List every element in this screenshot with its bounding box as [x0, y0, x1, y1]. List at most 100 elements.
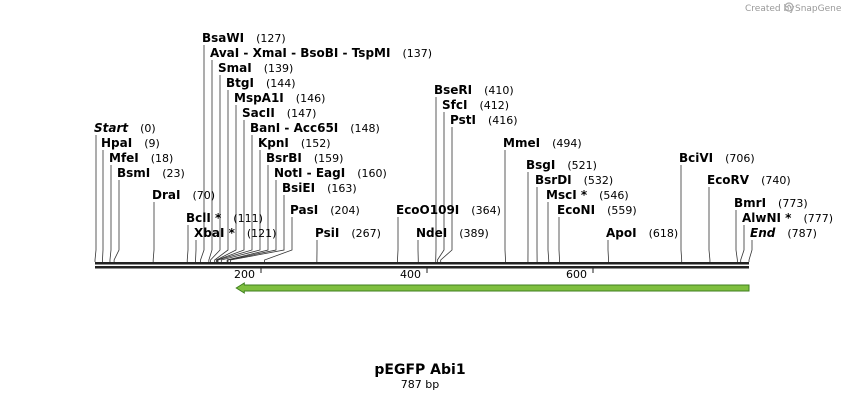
site-position-sacii: (147)	[287, 107, 317, 120]
site-hpai[interactable]: HpaI (9)	[101, 136, 160, 150]
site-mfei[interactable]: MfeI (18)	[109, 151, 173, 165]
site-name-drai: DraI	[152, 188, 180, 202]
feature-arrow[interactable]	[235, 282, 750, 294]
site-position-bsmi: (23)	[162, 167, 185, 180]
site-pasi[interactable]: PasI (204)	[290, 203, 360, 217]
map-length: 787 bp	[401, 378, 439, 391]
site-name-ndei: NdeI	[416, 226, 447, 240]
site-position-bsrbi: (159)	[314, 152, 344, 165]
site-position-sfci: (412)	[479, 99, 509, 112]
site-name-psii: PsiI	[315, 226, 339, 240]
leader-sacii	[216, 120, 245, 262]
site-position-bcivi: (706)	[725, 152, 755, 165]
site-avai-xmai-bsobi-tspmi[interactable]: AvaI - XmaI - BsoBI - TspMI(137)	[210, 46, 432, 60]
site-name-xbai: XbaI *	[194, 226, 236, 240]
site-position-hpai: (9)	[144, 137, 160, 150]
site-sacii[interactable]: SacII(147)	[242, 106, 316, 120]
site-smai[interactable]: SmaI(139)	[218, 61, 293, 75]
site-position-kpni: (152)	[301, 137, 331, 150]
site-name-ecorv: EcoRV	[707, 173, 750, 187]
site-position-smai: (139)	[264, 62, 294, 75]
sequence-backbone	[95, 262, 749, 269]
site-kpni[interactable]: KpnI(152)	[258, 136, 331, 150]
site-position-xbai: (121)	[247, 227, 277, 240]
site-position-mmei: (494)	[552, 137, 582, 150]
site-name-bsawi: BsaWI	[202, 31, 244, 45]
map-title: pEGFP Abi1	[374, 362, 465, 378]
site-position-bsgi: (521)	[567, 159, 597, 172]
feature-arrow-shape	[235, 282, 750, 294]
tick-label-600: 600	[566, 268, 587, 281]
site-name-alwni: AlwNI *	[742, 211, 792, 225]
leader-pasi	[264, 217, 293, 262]
site-bmri[interactable]: BmrI(773)	[734, 196, 808, 210]
site-bsgi[interactable]: BsgI (521)	[526, 158, 597, 172]
site-msci[interactable]: MscI *(546)	[546, 188, 629, 202]
site-drai[interactable]: DraI(70)	[152, 188, 215, 202]
credit-brand[interactable]: SnapGene	[795, 4, 842, 14]
site-position-bsiei: (163)	[327, 182, 357, 195]
site-position-mfei: (18)	[151, 152, 174, 165]
leader-bsmi	[113, 180, 120, 262]
site-position-ecorv: (740)	[761, 174, 791, 187]
site-bseri[interactable]: BseRI(410)	[434, 83, 514, 97]
site-position-bsawi: (127)	[256, 32, 286, 45]
site-xbai[interactable]: XbaI * (121)	[194, 226, 276, 240]
leader-avai-xmai-bsobi-tspmi	[208, 60, 213, 262]
site-bsrdi[interactable]: BsrDI(532)	[535, 173, 613, 187]
site-psii[interactable]: PsiI (267)	[315, 226, 381, 240]
site-position-bseri: (410)	[484, 84, 514, 97]
site-econi[interactable]: EcoNI(559)	[557, 203, 637, 217]
site-name-econi: EcoNI	[557, 203, 595, 217]
leader-btgi	[214, 90, 229, 262]
site-bsawi[interactable]: BsaWI (127)	[202, 31, 286, 45]
site-bani-acc65i[interactable]: BanI - Acc65I(148)	[250, 121, 380, 135]
site-bsrbi[interactable]: BsrBI(159)	[266, 151, 343, 165]
snapgene-logo-icon	[784, 2, 794, 12]
site-btgi[interactable]: BtgI(144)	[226, 76, 296, 90]
site-apoi[interactable]: ApoI(618)	[606, 226, 678, 240]
site-position-avai-xmai-bsobi-tspmi: (137)	[402, 47, 432, 60]
site-mspa1i[interactable]: MspA1I(146)	[234, 91, 325, 105]
site-bsiei[interactable]: BsiEI(163)	[282, 181, 357, 195]
leader-apoi	[607, 240, 609, 262]
leader-bsrbi	[226, 165, 269, 262]
site-mmei[interactable]: MmeI(494)	[503, 136, 582, 150]
site-bcivi[interactable]: BciVI(706)	[679, 151, 755, 165]
site-labels: Start(0)HpaI (9) MfeI (18)BsmI(23) DraI(70) B…	[94, 31, 833, 240]
site-name-noti-eagi: NotI - EagI	[274, 166, 345, 180]
site-position-bmri: (773)	[778, 197, 808, 210]
site-position-pasi: (204)	[330, 204, 360, 217]
site-start[interactable]: Start(0)	[94, 121, 156, 135]
leader-sfci	[436, 112, 445, 262]
site-position-bcli: (111)	[233, 212, 263, 225]
site-ndei[interactable]: NdeI(389)	[416, 226, 489, 240]
site-bsmi[interactable]: BsmI(23)	[117, 166, 185, 180]
site-noti-eagi[interactable]: NotI - EagI(160)	[274, 166, 387, 180]
site-name-pasi: PasI	[290, 203, 318, 217]
site-name-bani-acc65i: BanI - Acc65I	[250, 121, 338, 135]
leader-bani-acc65i	[217, 135, 253, 262]
site-name-mfei: MfeI	[109, 151, 139, 165]
site-sfci[interactable]: SfcI(412)	[442, 98, 509, 112]
site-end[interactable]: End(787)	[750, 226, 817, 240]
site-position-psii: (267)	[351, 227, 381, 240]
leader-msci	[547, 202, 550, 262]
leader-bmri	[735, 210, 738, 262]
site-name-bsgi: BsgI	[526, 158, 555, 172]
site-alwni[interactable]: AlwNI *(777)	[742, 211, 833, 225]
site-bcli[interactable]: BclI *(111)	[186, 211, 263, 225]
leader-ecorv	[708, 187, 711, 262]
site-position-mspa1i: (146)	[296, 92, 326, 105]
leader-end	[748, 240, 753, 262]
site-name-end: End	[750, 226, 776, 240]
site-position-psti: (416)	[488, 114, 518, 127]
leader-drai	[152, 202, 155, 262]
leader-alwni	[740, 225, 745, 262]
site-name-hpai: HpaI	[101, 136, 132, 150]
site-psti[interactable]: PstI(416)	[450, 113, 518, 127]
leader-start	[94, 135, 97, 262]
leader-ecoo109i	[397, 217, 399, 262]
site-ecoo109i[interactable]: EcoO109I(364)	[396, 203, 501, 217]
site-ecorv[interactable]: EcoRV (740)	[707, 173, 791, 187]
